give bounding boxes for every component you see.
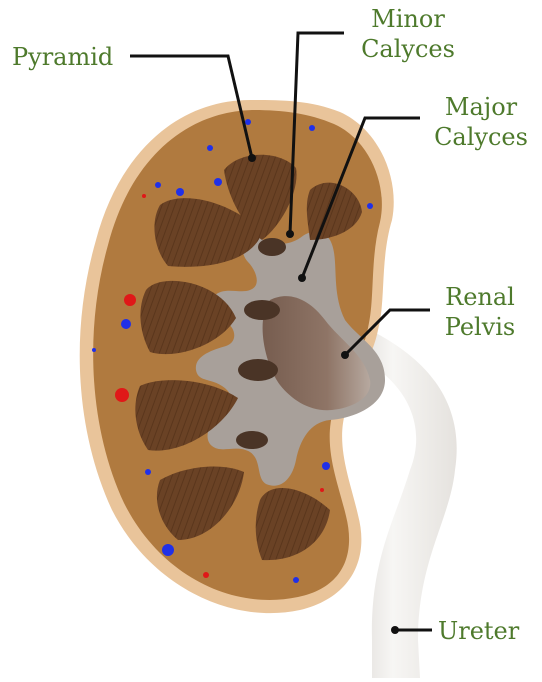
minor-calyces-label-line2: Calyces — [348, 34, 468, 64]
cavity — [258, 238, 286, 256]
major-calyces-label: Major Calyces — [420, 92, 542, 152]
renal-pelvis-leader-dot — [341, 351, 349, 359]
major-calyces-leader-dot — [298, 274, 306, 282]
renal-pelvis-label: Renal Pelvis — [432, 282, 528, 342]
cavity — [244, 300, 280, 320]
major-calyces-label-line2: Calyces — [420, 122, 542, 152]
cavity — [238, 359, 278, 381]
minor-calyces-label-line1: Minor — [348, 4, 468, 34]
minor-calyces-leader-dot — [286, 230, 294, 238]
minor-calyces-label: Minor Calyces — [348, 4, 468, 64]
cavity — [236, 431, 268, 449]
renal-pelvis-label-line1: Renal — [432, 282, 528, 312]
ureter-leader-dot — [391, 626, 399, 634]
ureter-label: Ureter — [438, 616, 519, 646]
pyramid-label: Pyramid — [12, 42, 113, 72]
major-calyces-label-line1: Major — [420, 92, 542, 122]
pyramid-leader-dot — [248, 154, 256, 162]
renal-pelvis-label-line2: Pelvis — [432, 312, 528, 342]
